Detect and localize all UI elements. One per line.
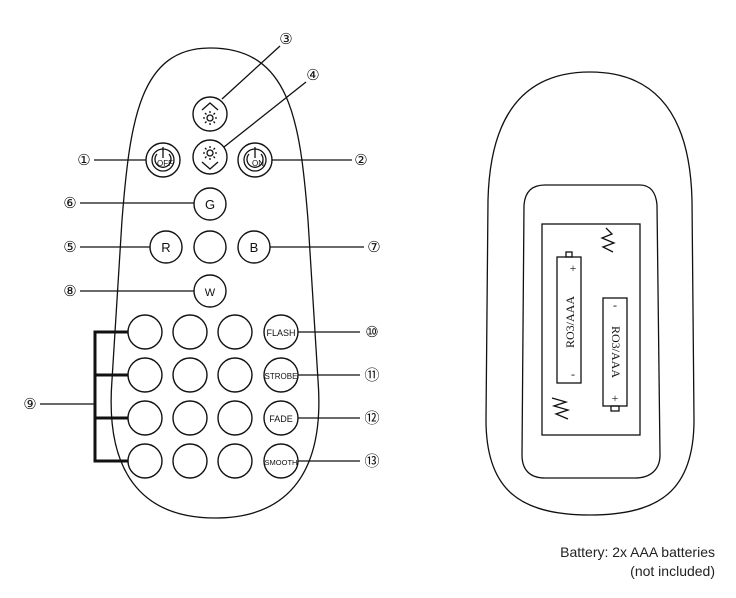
callout-7: ⑦ <box>367 238 380 256</box>
callout-4: ④ <box>306 66 319 84</box>
color-preset-button <box>217 314 253 350</box>
color-preset-button <box>127 400 163 436</box>
callout-12: ⑫ <box>364 409 379 427</box>
svg-text:-: - <box>571 367 575 381</box>
color-preset-button <box>172 357 208 393</box>
color-preset-button <box>127 443 163 479</box>
svg-text:SMOOTH: SMOOTH <box>265 458 298 467</box>
strobe-button: STROBE <box>263 357 299 393</box>
fade-button: FADE <box>263 400 299 436</box>
callout-1: ① <box>77 151 90 169</box>
callout-10: ⑩ <box>365 323 378 341</box>
color-preset-button <box>127 314 163 350</box>
color-preset-button <box>217 357 253 393</box>
caption-line-1: Battery: 2x AAA batteries <box>560 544 715 560</box>
svg-text:RO3/AAA: RO3/AAA <box>563 296 577 348</box>
callout-13: ⑬ <box>364 452 379 470</box>
grid-bracket <box>93 330 128 463</box>
color-preset-button <box>172 314 208 350</box>
off-label: OFF <box>157 159 173 168</box>
callout-9: ⑨ <box>23 395 36 413</box>
svg-text:W: W <box>205 287 216 299</box>
svg-text:FADE: FADE <box>269 414 293 424</box>
remote-back-body <box>485 71 695 516</box>
battery-cover <box>521 184 661 479</box>
on-label: ON <box>252 159 264 168</box>
battery-caption: Battery: 2x AAA batteries (not included) <box>470 543 715 581</box>
color-preset-button <box>217 400 253 436</box>
remote-front-body <box>110 47 320 519</box>
svg-text:R: R <box>161 240 170 255</box>
spring-bottom <box>551 397 571 420</box>
power-on-button: ON <box>237 142 273 178</box>
flash-button: FLASH <box>263 314 299 350</box>
battery-compartment <box>541 223 641 436</box>
color-preset-button <box>217 443 253 479</box>
color-preset-button <box>172 400 208 436</box>
color-preset-button <box>127 357 163 393</box>
smooth-button: SMOOTH <box>263 443 299 479</box>
battery-cell-right: - + RO3/AAA <box>602 297 628 412</box>
callout-8: ⑧ <box>63 282 76 300</box>
brightness-down-button <box>192 139 228 175</box>
svg-text:FLASH: FLASH <box>266 328 295 338</box>
battery-cell-left: + - RO3/AAA <box>556 251 582 384</box>
blank-button <box>193 230 227 264</box>
svg-text:B: B <box>250 240 259 255</box>
callout-5: ⑤ <box>63 238 76 256</box>
callout-6: ⑥ <box>63 194 76 212</box>
svg-text:G: G <box>205 197 215 212</box>
power-off-button: OFF <box>145 142 181 178</box>
leader-lines <box>40 45 364 462</box>
brightness-up-button <box>192 96 228 132</box>
callout-2: ② <box>354 151 367 169</box>
svg-text:RO3/AAA: RO3/AAA <box>609 326 623 378</box>
svg-text:+: + <box>570 261 577 275</box>
spring-top <box>600 227 616 253</box>
callout-3: ③ <box>279 30 292 48</box>
svg-text:-: - <box>613 298 617 312</box>
svg-text:+: + <box>612 391 619 405</box>
color-preset-button <box>172 443 208 479</box>
callout-11: ⑪ <box>364 366 379 384</box>
red-button: R <box>149 230 183 264</box>
svg-text:STROBE: STROBE <box>265 372 298 381</box>
blue-button: B <box>237 230 271 264</box>
green-button: G <box>193 187 227 221</box>
color-preset-grid <box>127 314 253 479</box>
caption-line-2: (not included) <box>630 563 715 579</box>
white-button: W <box>193 274 227 308</box>
